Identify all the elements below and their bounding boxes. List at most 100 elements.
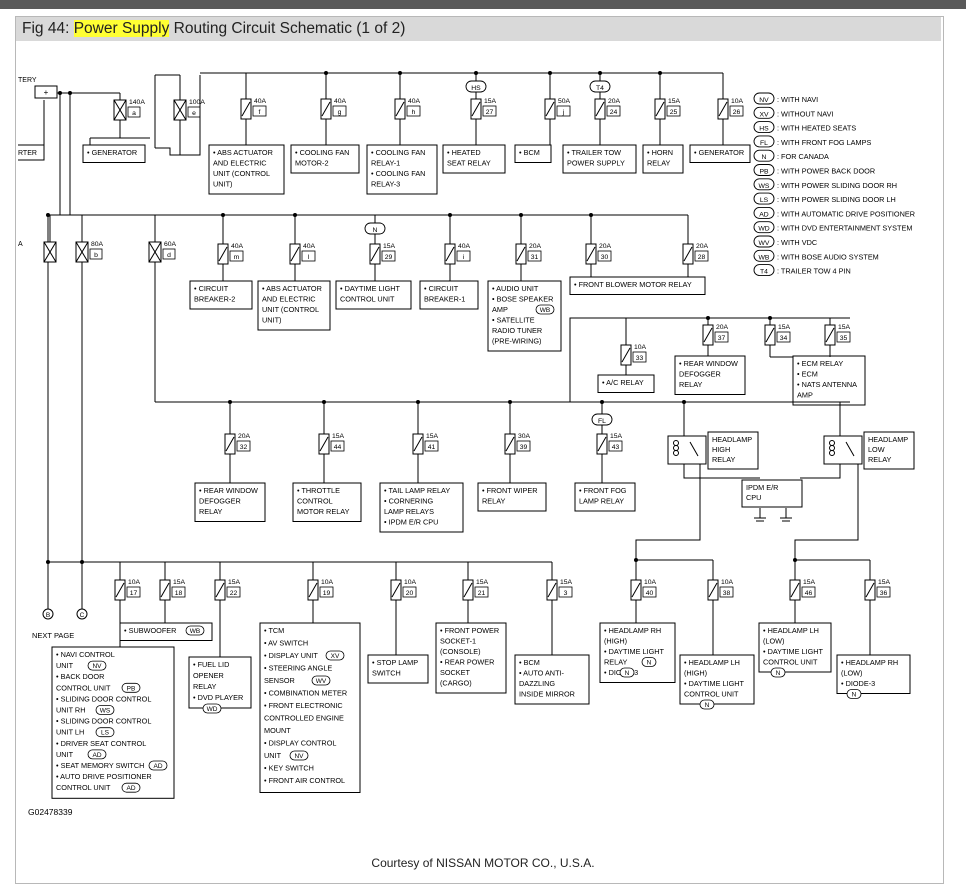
box-horn-line: • HORN <box>647 148 673 157</box>
wire <box>794 464 859 580</box>
box-generator1 <box>82 144 146 163</box>
box-bcm2 <box>514 654 590 705</box>
box-headrh-line: • HEADLAMP RH <box>604 626 661 635</box>
wire <box>155 75 201 156</box>
legend-text-T4: : TRAILER TOW 4 PIN <box>777 267 851 276</box>
fuse-r4-39-rating: 30A <box>518 433 531 440</box>
fuse-r1-f-element <box>241 101 251 117</box>
legend-text-WB: : WITH BOSE AUDIO SYSTEM <box>777 252 879 261</box>
box-generator2 <box>689 144 751 163</box>
box-abs1-line: UNIT (CONTROL <box>213 169 270 178</box>
box-headrh <box>599 622 676 683</box>
fuse-r5-21-id: 21 <box>478 590 486 597</box>
box-ipdm-line: CPU <box>746 493 761 502</box>
legend-badge-WB <box>753 249 775 262</box>
box-abs2-line: • ABS ACTUATOR <box>262 284 322 293</box>
box-rearwin1-line: • REAR WINDOW <box>679 359 738 368</box>
legend-badge-NV-text: NV <box>759 97 769 104</box>
box-abs2-line: AND ELECTRIC <box>262 295 316 304</box>
figure-id: G02478339 <box>28 807 73 817</box>
link-100a-id: e <box>192 110 196 117</box>
fuse-r2-30-id-box <box>597 250 612 262</box>
box-headlhlow <box>758 622 832 673</box>
box-tcm-line: • KEY SWITCH <box>264 764 314 773</box>
legend-text-NV: : WITH NAVI <box>777 95 818 104</box>
box-powersocket-line: (CONSOLE) <box>440 647 481 656</box>
fuse-r5-38-rating: 10A <box>721 579 734 586</box>
fuse-r5-19-rating: 10A <box>321 579 334 586</box>
link-60a-rating: 60A <box>164 241 177 248</box>
code-navi_ls <box>95 727 115 738</box>
fuse-r4-32-rating: 20A <box>238 433 251 440</box>
fuse-r2-31-element <box>516 246 526 262</box>
box-heatedseat-line: SEAT RELAY <box>447 159 491 168</box>
box-bcm2-line: • BCM <box>519 658 540 667</box>
fuse-r2-l-id: l <box>308 254 310 261</box>
next-page-label: NEXT PAGE <box>32 631 74 640</box>
fuse-r4-44-id-box <box>330 440 345 452</box>
legend-badge-N-text: N <box>762 154 767 161</box>
fuse-r5-3-id-box <box>558 586 573 598</box>
fuse-r1-g-rating: 40A <box>334 98 347 105</box>
legend-badge-NV <box>753 92 775 105</box>
fuse-r2-m-id: m <box>234 254 240 261</box>
tag-fl-text: FL <box>598 418 606 425</box>
link-100a-rating: 100A <box>189 99 205 106</box>
link-80a-rating: 80A <box>91 241 104 248</box>
link-140a-id: a <box>132 110 136 117</box>
code-badge-text: N <box>852 692 857 699</box>
fuse-r2-28-id: 28 <box>698 254 706 261</box>
box-ecm <box>792 355 866 406</box>
fuse-r4-39-id-box <box>516 440 531 452</box>
box-cb1-line: • CIRCUIT <box>424 284 459 293</box>
legend-badge-T4 <box>753 264 775 277</box>
battery-label: TERY <box>18 77 37 84</box>
box-coolfanrelay <box>366 144 438 195</box>
courtesy-credit: Courtesy of NISSAN MOTOR CO., U.S.A. <box>371 856 595 870</box>
fuse-r5-19-id-box <box>319 586 334 598</box>
tag-hs-text: HS <box>471 85 481 92</box>
box-powersocket <box>435 622 507 694</box>
box-coolfanrelay-line: • COOLING FAN <box>371 169 425 178</box>
battery-box <box>34 85 58 99</box>
code-badge-text: NV <box>294 753 304 760</box>
box-headlh-line: CONTROL UNIT <box>684 690 739 699</box>
box-subwoofer-line: • SUBWOOFER <box>124 626 176 635</box>
fuse-r4-41-id-box <box>424 440 439 452</box>
fuse-r5-17-id-box <box>126 586 141 598</box>
box-audio <box>487 280 562 352</box>
box-cb2 <box>189 280 253 310</box>
code-lh1 <box>699 699 715 710</box>
box-abs2-line: UNIT (CONTROL <box>262 305 319 314</box>
code-fuel <box>202 703 222 714</box>
box-headhigh-line: HIGH <box>712 445 730 454</box>
box-navi-line: • AUTO DRIVE POSITIONER <box>56 772 152 781</box>
code-badge-text: AD <box>126 785 135 792</box>
box-headlh-line: (HIGH) <box>684 669 707 678</box>
box-tcm <box>259 622 361 793</box>
box-audio-line: • AUDIO UNIT <box>492 284 539 293</box>
title-bar <box>16 17 941 41</box>
legend-badge-WS <box>753 178 775 191</box>
box-coolfan2 <box>290 144 360 174</box>
fuse-r1-j-element <box>545 101 555 117</box>
box-rearwin1 <box>674 355 746 395</box>
box-navi <box>51 646 175 799</box>
box-throttle-line: MOTOR RELAY <box>297 507 350 516</box>
fuse-r2-m-element <box>218 246 228 262</box>
box-tcm-line: • TCM <box>264 626 284 635</box>
link-left-x2 <box>43 241 57 263</box>
box-rearwin2-line: RELAY <box>199 507 223 516</box>
fuse-r3-37-element <box>703 327 713 343</box>
fuse-r5-21-element <box>463 582 473 598</box>
link-60a-id: d <box>167 252 171 259</box>
link-60a-x2 <box>148 241 162 263</box>
box-tcm-line: • FRONT ELECTRONIC <box>264 701 343 710</box>
fuse-r1-26-rating: 10A <box>731 98 744 105</box>
fuse-r1-g-id-box <box>332 105 347 117</box>
box-headhigh <box>707 431 759 470</box>
box-headrhlow-line: (LOW) <box>841 669 862 678</box>
fuse-r5-3-id: 3 <box>564 590 568 597</box>
legend-badge-WV <box>753 235 775 248</box>
box-rearwin1-line: DEFOGGER <box>679 370 721 379</box>
